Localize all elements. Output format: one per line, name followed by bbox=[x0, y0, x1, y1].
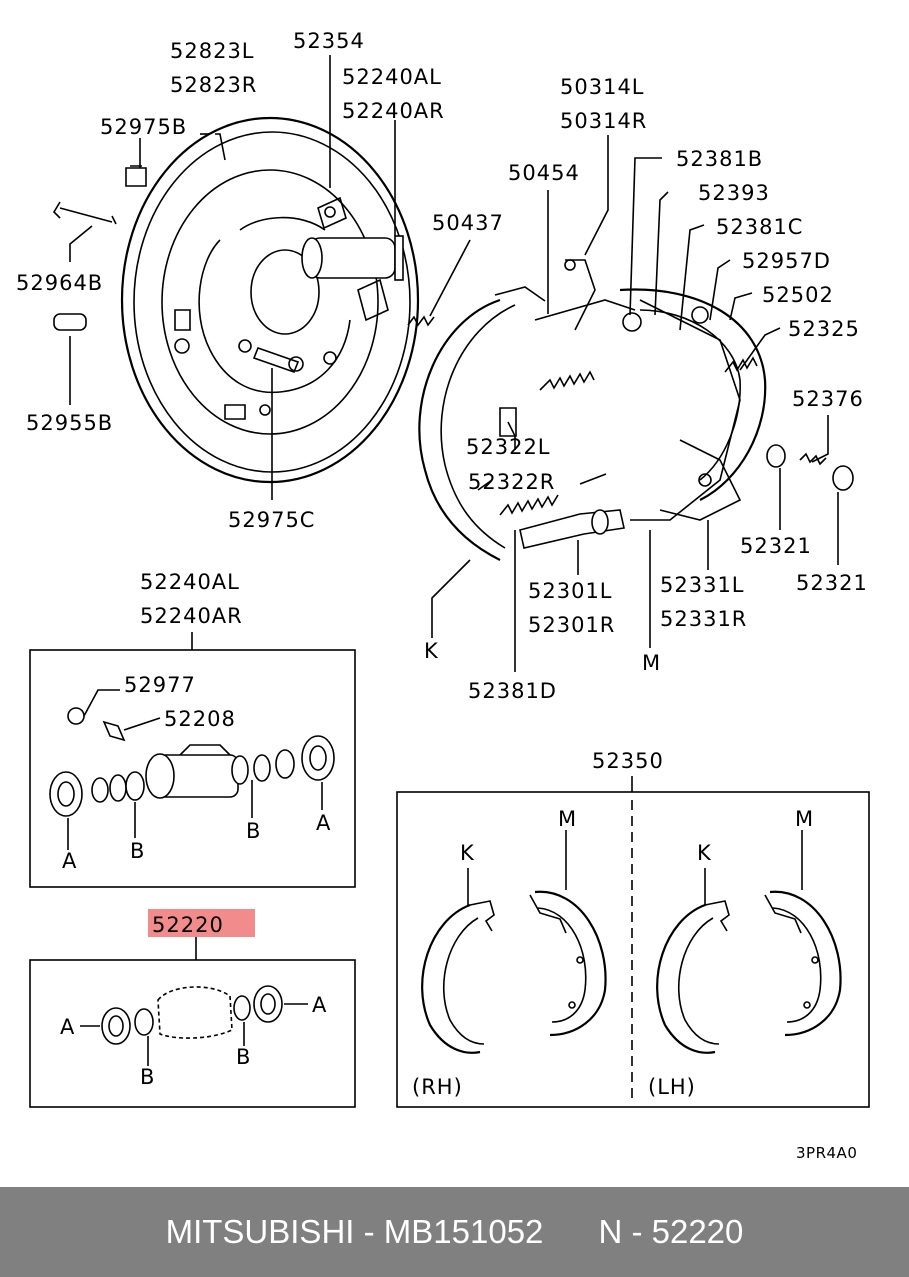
brand-name: MITSUBISHI bbox=[165, 1213, 355, 1250]
label-52381B: 52381B bbox=[676, 147, 763, 171]
label-52823R: 52823R bbox=[170, 73, 257, 97]
label-52354: 52354 bbox=[293, 29, 365, 53]
footer-space-4 bbox=[642, 1213, 651, 1251]
label-52331L: 52331L bbox=[660, 573, 745, 597]
footer-separator-1: - bbox=[363, 1213, 375, 1250]
label-52376: 52376 bbox=[792, 387, 864, 411]
label-50454: 50454 bbox=[508, 161, 580, 185]
footer-space-3 bbox=[622, 1213, 631, 1251]
label-52502: 52502 bbox=[762, 283, 834, 307]
label-52321-b: 52321 bbox=[796, 571, 868, 595]
repair-kit-52220-drawing bbox=[80, 985, 308, 1066]
leader-lines bbox=[69, 55, 839, 672]
callout-M-lh: M bbox=[795, 807, 814, 831]
label-52301L: 52301L bbox=[528, 579, 613, 603]
label-52957D: 52957D bbox=[742, 249, 831, 273]
part-52220-highlight bbox=[148, 909, 255, 937]
label-52322L: 52322L bbox=[466, 435, 551, 459]
label-50314R: 50314R bbox=[560, 109, 647, 133]
footer-space-2 bbox=[375, 1213, 384, 1251]
callout-A-left: A bbox=[62, 849, 77, 873]
shoe-set-rh-drawing bbox=[421, 830, 607, 1054]
callout-A-kit-right: A bbox=[312, 993, 327, 1017]
label-52393: 52393 bbox=[698, 181, 770, 205]
label-52240AL-top: 52240AL bbox=[342, 65, 442, 89]
label-52381C: 52381C bbox=[716, 215, 803, 239]
label-52240AR-box: 52240AR bbox=[140, 604, 243, 628]
footer-space-1 bbox=[354, 1213, 363, 1251]
label-52381D: 52381D bbox=[468, 679, 557, 703]
label-50314L: 50314L bbox=[560, 75, 645, 99]
callout-A-right: A bbox=[316, 811, 331, 835]
label-52321-a: 52321 bbox=[740, 534, 812, 558]
wheel-cylinder-assembly-drawing bbox=[49, 689, 335, 850]
repair-kit-52220-box bbox=[29, 959, 356, 1108]
label-52977: 52977 bbox=[124, 673, 196, 697]
shoe-set-lh-drawing bbox=[656, 830, 842, 1054]
wheel-cylinder-assembly-box bbox=[29, 649, 356, 888]
callout-B-right: B bbox=[246, 819, 261, 843]
shoe-set-52350-box bbox=[396, 791, 870, 1108]
callout-A-kit-left: A bbox=[60, 1015, 75, 1039]
label-52240AR-top: 52240AR bbox=[342, 99, 445, 123]
footer-n-prefix: N bbox=[598, 1213, 623, 1250]
diagram-code: 3PR4A0 bbox=[796, 1144, 857, 1162]
label-52220: 52220 bbox=[152, 913, 224, 937]
label-52964B: 52964B bbox=[16, 271, 103, 295]
footer-separator-2: - bbox=[631, 1213, 643, 1250]
label-K-main: K bbox=[424, 639, 439, 663]
label-50437: 50437 bbox=[432, 211, 504, 235]
label-52331R: 52331R bbox=[660, 607, 747, 631]
callout-B-kit-left: B bbox=[140, 1065, 155, 1089]
backing-plate-drawing bbox=[52, 116, 420, 484]
label-52975C: 52975C bbox=[228, 508, 315, 532]
callout-K-rh: K bbox=[460, 841, 475, 865]
label-52322R: 52322R bbox=[468, 470, 555, 494]
callout-K-lh: K bbox=[697, 841, 712, 865]
brake-shoe-assembly-drawing bbox=[407, 259, 854, 561]
label-lh: (LH) bbox=[648, 1075, 696, 1099]
label-52350: 52350 bbox=[592, 749, 664, 773]
label-52301R: 52301R bbox=[528, 613, 615, 637]
label-52240AL-box: 52240AL bbox=[140, 570, 240, 594]
part-footer-bar: MITSUBISHI - MB151052 N - 52220 bbox=[0, 1187, 909, 1277]
label-52975B: 52975B bbox=[100, 115, 187, 139]
reference-number: 52220 bbox=[651, 1213, 744, 1250]
exploded-parts-diagram: 52823L 52823R 52354 52240AL 52240AR 5297… bbox=[16, 29, 870, 1162]
callout-M-rh: M bbox=[558, 807, 577, 831]
label-52208: 52208 bbox=[164, 707, 236, 731]
part-number: MB151052 bbox=[383, 1213, 544, 1250]
label-M-main: M bbox=[642, 651, 661, 675]
footer-gap bbox=[543, 1213, 598, 1251]
label-52823L: 52823L bbox=[170, 39, 255, 63]
label-52325: 52325 bbox=[788, 317, 860, 341]
callout-B-kit-right: B bbox=[236, 1045, 251, 1069]
callout-B-left: B bbox=[130, 839, 145, 863]
label-rh: (RH) bbox=[412, 1075, 463, 1099]
label-52955B: 52955B bbox=[26, 411, 113, 435]
